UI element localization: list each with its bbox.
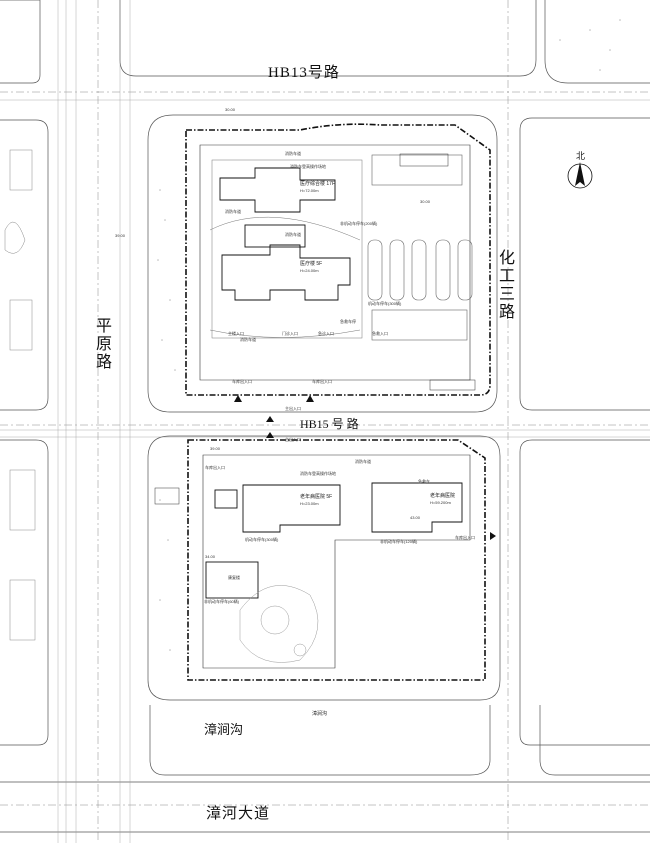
dimension-label: 39.00: [115, 233, 126, 238]
dimension-label: 39.00: [210, 446, 221, 451]
road-char: 三: [499, 286, 516, 303]
road-char: 工: [499, 268, 516, 285]
fire-lane-label: 消防车道: [285, 232, 301, 237]
parking-label: 非机动车停车(200辆): [340, 221, 378, 226]
fire-rescue-label: 消防车登高操作场地: [300, 471, 336, 476]
fire-lane-label: 消防车道: [285, 151, 301, 156]
ramp-label: 车库出入口: [232, 379, 252, 384]
building-label: 医疗综合楼 17F: [300, 181, 336, 187]
entrance-label: 急诊入口: [318, 331, 334, 336]
fire-lane-label: 消防车道: [355, 459, 371, 464]
ramp-label: 车库出入口: [312, 379, 332, 384]
dimension-label: 30.00: [225, 107, 236, 112]
road-char: 原: [96, 336, 113, 353]
fire-lane-label: 消防车道: [225, 209, 241, 214]
building-height: H=24.00m: [300, 268, 319, 273]
road-label-huagong: 化 工 三 路: [499, 250, 515, 322]
ramp-label: 车库出入口: [455, 535, 475, 540]
entrance-label: 门诊入口: [282, 331, 298, 336]
building-label: 康复楼: [228, 575, 240, 580]
dimension-label: 30.00: [420, 199, 431, 204]
river-label-zhangjiangou: 漳涧沟: [204, 722, 244, 737]
fire-rescue-label: 消防车登高操作场地: [290, 164, 326, 169]
entrance-label: 急救入口: [372, 331, 388, 336]
ambulance-label: 急救车: [418, 479, 430, 484]
parking-label: 急救车停: [340, 319, 356, 324]
road-label-pingyuan: 平 原 路: [96, 318, 112, 372]
ramp-label: 车库出入口: [205, 465, 225, 470]
building-label: 医疗楼 5F: [300, 261, 323, 267]
road-char: 路: [96, 354, 113, 371]
building-height: H=59.200m: [430, 500, 451, 505]
building-height: H=23.00m: [300, 501, 319, 506]
parking-label: 非机动车停车(120辆): [380, 539, 418, 544]
building-label: 老年病医院 5F: [300, 494, 333, 500]
road-label-zhanghe: 漳河大道: [206, 806, 271, 822]
road-char: 化: [499, 250, 516, 267]
gate-label: 主出入口: [285, 437, 301, 442]
gate-label: 主出入口: [285, 406, 301, 411]
fire-lane-label: 消防车道: [240, 337, 256, 342]
entrance-label: 主楼入口: [228, 331, 244, 336]
parking-label: 机动车停车(300辆): [368, 301, 402, 306]
compass-north-label: 北: [576, 151, 586, 161]
dimension-label: 43.00: [410, 515, 421, 520]
parking-label: 非机动车停车(60辆): [204, 599, 240, 604]
compass-icon: [567, 162, 593, 189]
building-label: 老年病医院: [430, 493, 456, 499]
parking-label: 机动车停车(300辆): [245, 537, 279, 542]
road-label-hb13: HB13号路: [268, 65, 340, 81]
dimension-label: 34.00: [205, 554, 216, 559]
road-label-hb15: HB15 号 路: [300, 417, 359, 431]
river-label-small: 漳涧沟: [312, 711, 328, 717]
building-height: H=72.00m: [300, 188, 319, 193]
road-char: 路: [499, 304, 516, 321]
road-char: 平: [96, 318, 113, 335]
